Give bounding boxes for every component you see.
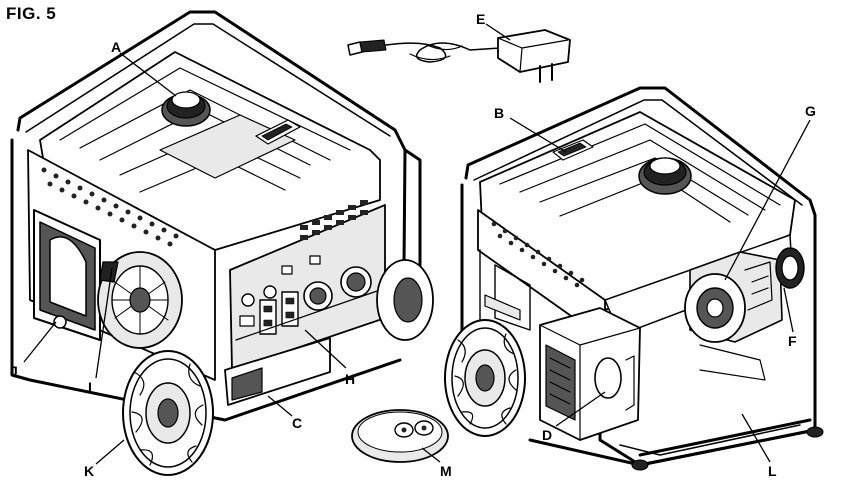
recoil-starter bbox=[98, 252, 182, 348]
label-g: G bbox=[805, 103, 816, 119]
left-generator bbox=[12, 12, 433, 475]
battery-charger bbox=[348, 30, 570, 82]
muffler-cover bbox=[540, 308, 640, 440]
leader-l bbox=[742, 414, 770, 462]
label-c: C bbox=[292, 415, 302, 431]
leader-j bbox=[24, 322, 56, 362]
left-front-wheel bbox=[123, 351, 213, 475]
left-rear-wheel bbox=[377, 260, 433, 340]
label-h: H bbox=[345, 371, 355, 387]
leader-k bbox=[96, 440, 124, 464]
label-k: K bbox=[84, 463, 94, 479]
leader-b bbox=[510, 118, 566, 152]
leader-f bbox=[784, 288, 793, 332]
label-f: F bbox=[788, 333, 797, 349]
engine-assembly bbox=[685, 248, 804, 380]
right-wheel bbox=[445, 320, 525, 436]
label-a: A bbox=[111, 39, 121, 55]
label-l: L bbox=[768, 463, 777, 479]
label-i: I bbox=[88, 379, 92, 395]
right-generator bbox=[445, 88, 823, 470]
right-fuel-cap bbox=[639, 158, 691, 194]
label-b: B bbox=[494, 105, 504, 121]
label-m: M bbox=[440, 463, 452, 479]
label-j: J bbox=[10, 363, 18, 379]
remote-fob bbox=[352, 410, 448, 462]
label-d: D bbox=[542, 427, 552, 443]
label-e: E bbox=[476, 11, 485, 27]
